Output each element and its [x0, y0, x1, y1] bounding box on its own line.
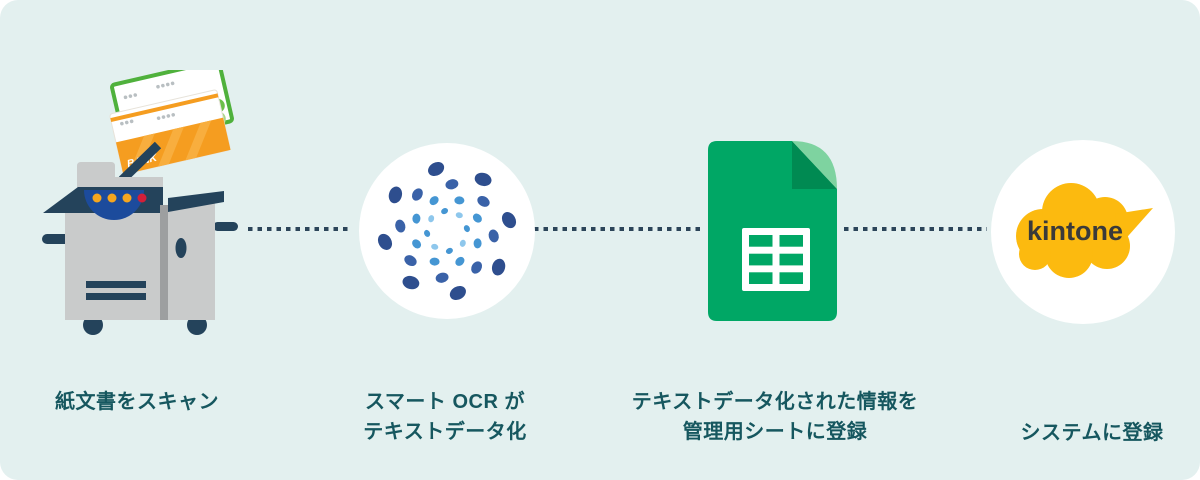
smart-ocr-dots-icon: [377, 161, 517, 301]
kintone-wordmark: kintone: [1027, 216, 1123, 246]
step-label-scan: 紙文書をスキャン: [55, 391, 219, 413]
smart-ocr-badge: [359, 143, 535, 319]
output-tray: [168, 191, 224, 212]
kintone-logo-icon: kintone: [1016, 183, 1153, 278]
dotted-connector: [844, 227, 987, 231]
step-label-sheet: テキストデータ化された情報を 管理用シートに登録: [631, 391, 919, 443]
step-label-ocr: スマート OCR が テキストデータ化: [363, 391, 527, 443]
google-sheets-icon: [708, 141, 837, 321]
document-feed-arm: [118, 141, 162, 184]
multifunction-printer-icon: BANK: [42, 70, 238, 335]
scanner-main-body: [65, 213, 160, 320]
dotted-connector: [534, 227, 704, 231]
scanner-right-handle: [213, 222, 238, 231]
scanner-side-cabinet: [168, 203, 215, 320]
dotted-connector: [248, 227, 351, 231]
step-label-system: システムに登録: [1020, 422, 1164, 444]
kintone-badge: kintone: [991, 140, 1175, 324]
